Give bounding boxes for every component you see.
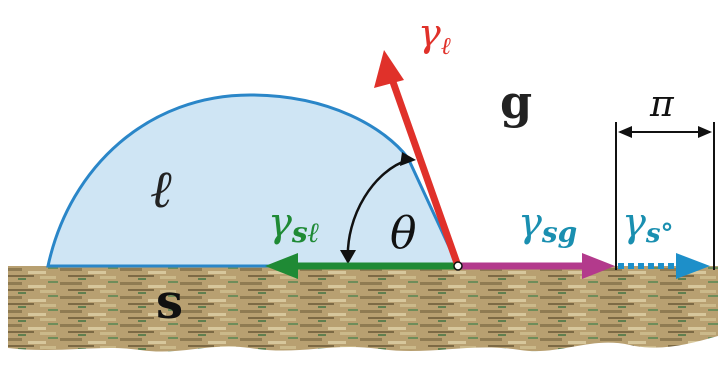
solid-substrate: [8, 266, 718, 352]
gamma-l-arrowhead: [374, 50, 404, 88]
gamma-sl-label: γsℓ: [268, 200, 320, 249]
pi-arrowhead-right: [698, 126, 712, 138]
pi-label: π: [649, 84, 675, 125]
solid-label: s: [156, 274, 183, 330]
gamma-sl-arrowhead: [265, 253, 298, 279]
theta-label: θ: [390, 208, 417, 259]
gas-label: g: [500, 75, 532, 129]
theta-arc-arrowhead-bottom: [340, 250, 356, 264]
gamma-s0-arrowhead: [676, 253, 710, 279]
theta-angle-arc: [346, 158, 409, 263]
liquid-label: ℓ: [150, 160, 172, 220]
gamma-s0-label: γs°: [622, 200, 674, 249]
contact-point: [453, 261, 463, 271]
liquid-drop: [46, 93, 461, 268]
gamma-sg-label: γsg: [518, 200, 577, 249]
gamma-sg-arrowhead: [582, 253, 615, 279]
gamma-l-arrow-shaft: [389, 80, 462, 268]
pi-arrowhead-left: [618, 126, 632, 138]
theta-arc-arrowhead-top: [400, 152, 416, 166]
gamma-l-label: γℓ: [418, 11, 451, 60]
